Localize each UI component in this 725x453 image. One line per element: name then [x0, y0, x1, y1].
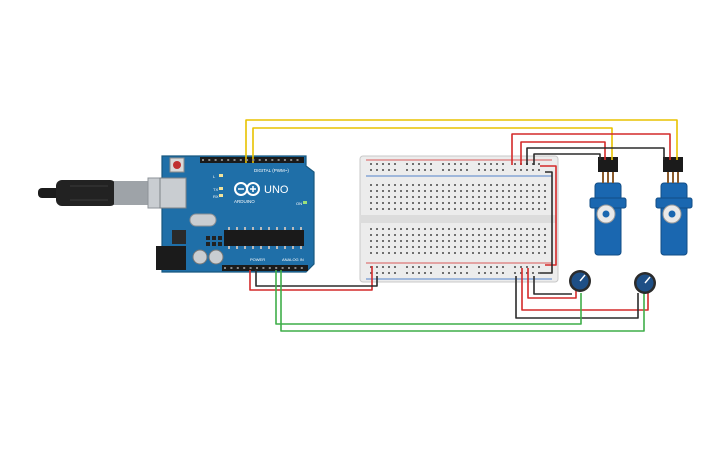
wire-black-pot-1 [533, 276, 572, 295]
wire-black-servo-2 [526, 147, 665, 165]
arduino-brand-label: ARDUINO [234, 199, 255, 204]
wire-red-5v [249, 266, 373, 291]
wire-green-pot-2 [280, 270, 645, 332]
wire-red-servo-2 [511, 133, 671, 165]
power-header-label: POWER [250, 257, 265, 262]
usb-plug-tip [38, 188, 60, 198]
regulator [172, 230, 186, 244]
breadboard[interactable] [359, 155, 559, 283]
capacitor-1 [192, 249, 208, 265]
wire-black-pot-2 [515, 276, 639, 319]
arduino-board[interactable]: UNO ARDUINO DIGITAL (PWM~) POWER ANALOG … [156, 155, 315, 273]
usb-plug-metal [114, 181, 150, 205]
potentiometer-1[interactable] [569, 270, 591, 292]
digital-header-label: DIGITAL (PWM~) [254, 168, 289, 173]
power-jack [156, 246, 186, 270]
wire-yellow-servo-2 [245, 119, 678, 163]
atmega-chip [224, 230, 304, 246]
wire-black-rail-right [540, 171, 553, 274]
wire-red-pot-2 [521, 268, 649, 311]
digital-header[interactable] [200, 157, 304, 163]
wire-black-servo-1 [533, 153, 601, 165]
potentiometer-2[interactable] [634, 272, 656, 294]
wire-red-pot-1 [527, 268, 577, 299]
capacitor-2 [208, 249, 224, 265]
arduino-logo [234, 182, 260, 196]
usb-cable [38, 177, 171, 209]
breadboard-channel [360, 215, 558, 223]
usb-jack [159, 177, 187, 209]
breadboard-holes [370, 163, 546, 274]
wire-green-pot-1 [275, 270, 582, 325]
wire-yellow-servo-1 [252, 127, 613, 163]
analog-header-label: ANALOG IN [282, 257, 304, 262]
led-label-tx: TX [213, 187, 218, 192]
servo-1[interactable] [589, 157, 627, 256]
led-label-l: L [213, 174, 216, 179]
crystal [189, 213, 217, 227]
header-pins [202, 159, 303, 269]
wire-red-rail-right [540, 165, 557, 266]
led-label-rx: RX [213, 194, 219, 199]
icsp-header [206, 236, 222, 246]
usb-cable-boot [56, 180, 116, 206]
wires [245, 119, 678, 332]
servo-2[interactable] [655, 157, 693, 256]
wire-black-gnd [255, 270, 378, 287]
on-label: ON [296, 201, 302, 206]
wire-red-servo-1 [520, 141, 606, 165]
power-analog-header[interactable] [222, 265, 308, 271]
servo-1-connector [598, 157, 618, 172]
uno-label: UNO [264, 184, 289, 196]
servo-2-connector [663, 157, 683, 172]
